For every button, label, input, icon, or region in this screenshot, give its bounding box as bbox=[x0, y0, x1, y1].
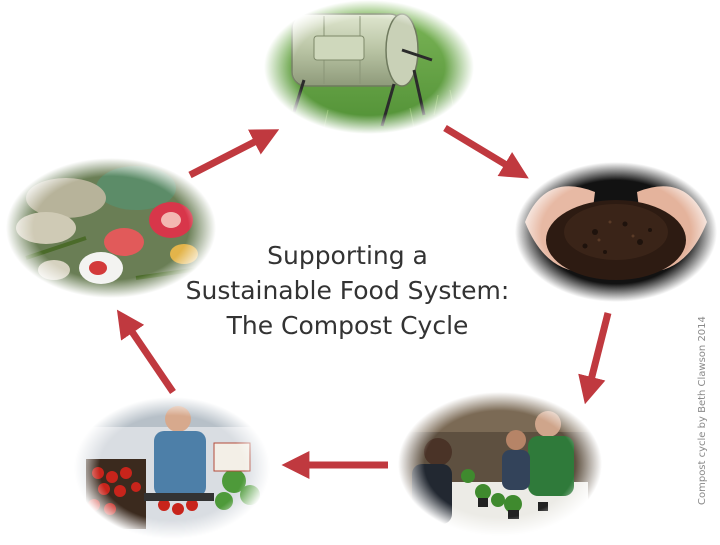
title-line-2: Sustainable Food System: bbox=[185, 276, 510, 305]
title-line-1: Supporting a bbox=[267, 241, 428, 270]
compost-tumbler-photo bbox=[264, 0, 474, 135]
arrow-scraps-to-tumbler bbox=[188, 129, 280, 179]
food-scraps-photo bbox=[6, 158, 216, 298]
title-line-3: The Compost Cycle bbox=[226, 311, 469, 340]
arrow-tumbler-to-soil bbox=[443, 125, 529, 179]
compost-soil-photo bbox=[515, 162, 717, 302]
arrow-soil-to-planting bbox=[578, 312, 612, 405]
farmers-market-photo bbox=[74, 397, 270, 539]
diagram-title: Supporting a Sustainable Food System: Th… bbox=[170, 238, 525, 343]
arrow-market-to-scraps bbox=[116, 309, 176, 394]
people-planting-photo bbox=[398, 392, 603, 537]
credit-text: Compost cycle by Beth Clawson 2014 bbox=[697, 316, 708, 505]
